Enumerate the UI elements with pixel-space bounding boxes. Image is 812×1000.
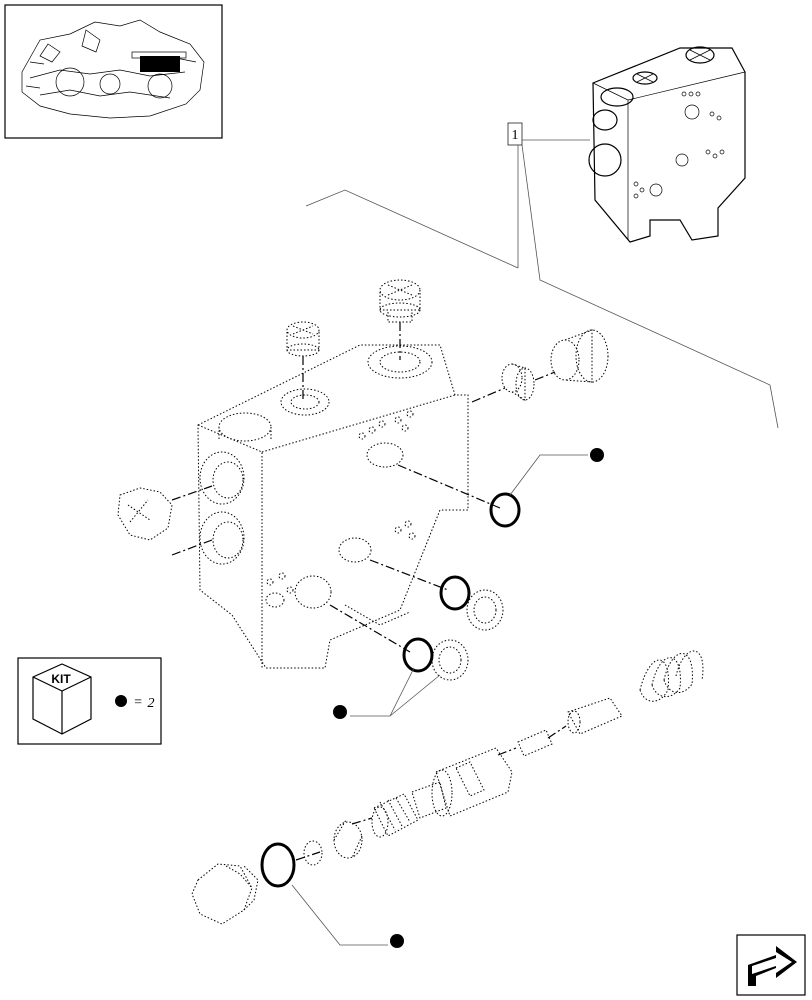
kit-callout-2[interactable] [333,667,441,719]
spring [639,650,704,702]
knurled-sleeve [371,793,419,838]
hex-plug [191,863,259,925]
pilot-valve [567,697,623,735]
kit-dot-icon [390,934,404,948]
right-fitting-large [550,329,609,383]
spool-collar [411,781,447,819]
top-plug-large [379,279,421,323]
kit-callout-3[interactable] [291,884,404,948]
reference-label-text: 1 [512,128,519,143]
small-pin [517,729,553,757]
next-page-button[interactable] [736,934,806,996]
o-ring-lower [402,637,434,673]
side-plug-left [117,487,173,541]
backup-ring-middle [466,589,504,631]
backup-ring-lower [431,639,469,681]
kit-legend: KIT = 2 [17,657,162,745]
plug-o-ring [260,842,296,888]
kit-quantity: 2 [148,696,155,711]
kit-cube-icon [32,663,92,735]
o-ring-upper [489,492,521,528]
kit-dot-icon [590,448,604,462]
spool-cylinder [431,747,513,817]
next-page-arrow-icon [748,946,797,986]
right-fitting-small [501,363,535,401]
thumbnail-highlighted-valve [140,56,180,72]
kit-equals: = [133,695,142,710]
reference-plug-top [632,46,715,85]
reference-assembly-drawing [588,46,746,243]
o-ring-middle [439,575,471,611]
small-washer [303,840,323,866]
valve-body [197,344,469,669]
thumbnail-transmission-drawing [21,19,205,119]
kit-dot-icon [115,695,127,707]
cup-seal [333,819,363,859]
kit-dot-icon [333,705,347,719]
thumbnail-location-view[interactable] [4,4,223,139]
kit-callout-1[interactable] [509,448,604,496]
kit-label: KIT [51,672,71,686]
reference-label[interactable]: 1 [507,122,523,146]
top-plug-small [286,321,320,357]
